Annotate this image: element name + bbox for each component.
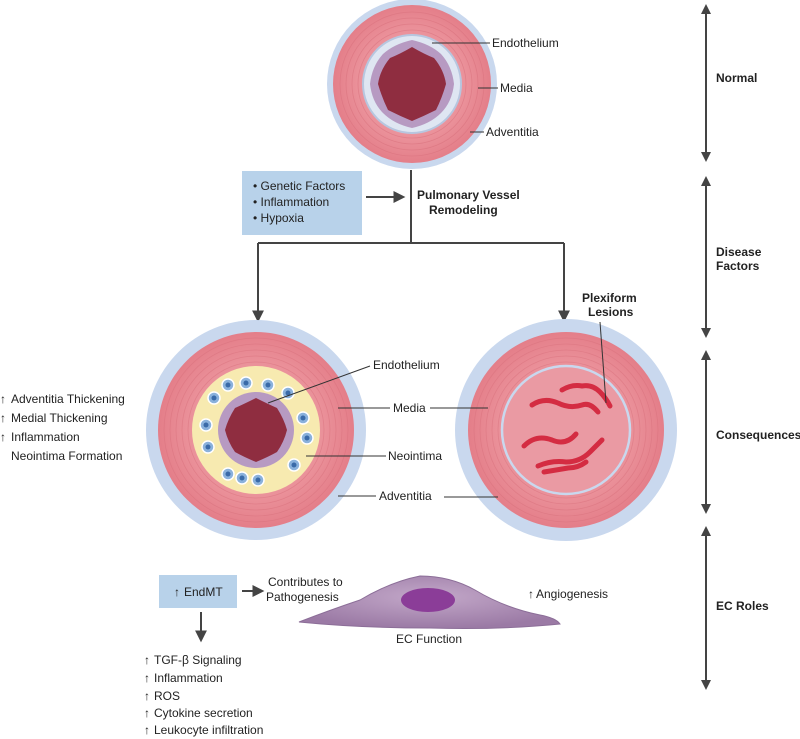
disease-factors-box: [242, 171, 362, 235]
up-arrow-icon: ↑: [144, 689, 150, 703]
endmt-label: EndMT: [184, 585, 223, 599]
normal-adventitia-label: Adventitia: [486, 125, 539, 139]
sidebar-label-ec: EC Roles: [716, 599, 769, 613]
remodeling-label-line2: Remodeling: [429, 203, 498, 217]
normal-vessel: [327, 0, 497, 169]
consequence-endothelium-label: Endothelium: [373, 358, 440, 372]
up-arrow-icon: ↑: [144, 671, 150, 685]
endmt-box: [159, 575, 237, 608]
up-arrow-icon: ↑: [0, 430, 6, 444]
up-arrow-icon: ↑: [144, 723, 150, 737]
remodeled-endothelium-leader: [267, 365, 371, 404]
plexiform-lesion-leader: [599, 321, 607, 404]
remodeled-media-texture: [163, 337, 349, 523]
sidebar-label-consequences: Consequences: [716, 428, 800, 442]
neointima-cells: [199, 376, 314, 487]
sidebar-label-normal: Normal: [716, 71, 757, 85]
up-arrow-icon: ↑: [0, 411, 6, 425]
sidebar-label-disease-1: Disease: [716, 245, 762, 259]
normal-endothelium-label: Endothelium: [492, 36, 559, 50]
ec-nucleus: [401, 588, 455, 612]
remodeled-lumen: [225, 398, 287, 462]
effect-item: Cytokine secretion: [154, 706, 253, 720]
consequence-adventitia-label: Adventitia: [379, 489, 432, 503]
up-arrow-icon: ↑: [0, 392, 6, 406]
plexiform-lumen-border: [500, 364, 632, 496]
remodeling-label-line1: Pulmonary Vessel: [417, 188, 520, 202]
contributes-line2: Pathogenesis: [266, 590, 339, 604]
plexiform-label-line2: Lesions: [588, 305, 634, 319]
consequence-neointima-label: Neointima: [388, 449, 442, 463]
contributes-line1: Contributes to: [268, 575, 343, 589]
normal-lumen: [378, 47, 446, 121]
plexiform-media-texture: [473, 337, 659, 523]
stage-sidebar: Normal Disease Factors Consequences EC R…: [701, 4, 800, 690]
consequences-list: ↑ Adventitia Thickening ↑ Medial Thicken…: [0, 392, 125, 463]
up-arrow-icon: ↑: [174, 585, 180, 599]
effect-item: TGF-β Signaling: [154, 653, 242, 667]
remodeled-vessel: [146, 320, 366, 540]
up-arrow-icon: ↑: [144, 706, 150, 720]
factor-item: • Hypoxia: [253, 211, 304, 225]
consequence-item: Medial Thickening: [11, 411, 108, 425]
consequence-item: Neointima Formation: [11, 449, 122, 463]
plexiform-vessel: [455, 319, 677, 541]
normal-media-label: Media: [500, 81, 533, 95]
effect-item: Leukocyte infiltration: [154, 723, 263, 737]
ec-function-label: EC Function: [396, 632, 462, 646]
ec-effects-list: ↑ TGF-β Signaling ↑ Inflammation ↑ ROS ↑…: [144, 653, 263, 737]
consequence-item: Adventitia Thickening: [11, 392, 125, 406]
consequence-media-label: Media: [393, 401, 426, 415]
angiogenesis-label: Angiogenesis: [536, 587, 608, 601]
factor-item: • Genetic Factors: [253, 179, 345, 193]
normal-media-texture: [339, 11, 485, 157]
plexiform-label-line1: Plexiform: [582, 291, 637, 305]
factor-item: • Inflammation: [253, 195, 329, 209]
effect-item: ROS: [154, 689, 180, 703]
up-arrow-icon: ↑: [144, 653, 150, 667]
plexiform-lesions: [521, 383, 613, 475]
sidebar-label-disease-2: Factors: [716, 259, 760, 273]
effect-item: Inflammation: [154, 671, 223, 685]
consequence-item: Inflammation: [11, 430, 80, 444]
up-arrow-icon: ↑: [528, 587, 534, 601]
